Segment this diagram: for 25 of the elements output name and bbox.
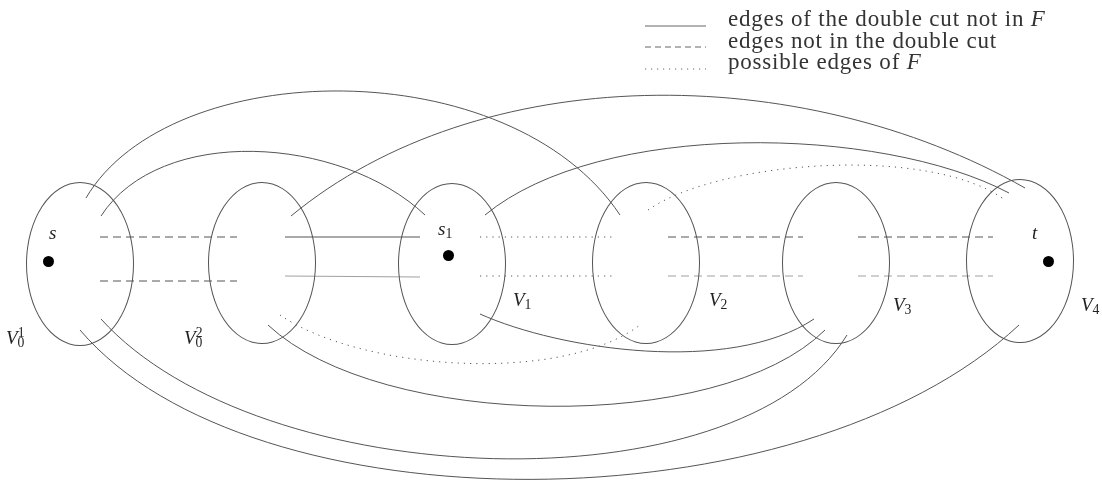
legend-text: edges of the double cut not in F — [728, 7, 1046, 31]
dashed-edge-line — [667, 236, 804, 238]
dashed-edge-line — [667, 275, 804, 277]
dashed-edge-line — [99, 280, 238, 282]
set-label: V$_{4}$ — [1081, 295, 1100, 314]
set-label: V$_{3}$ — [893, 295, 912, 314]
edge-line — [85, 90, 621, 216]
vertex-label: t — [1032, 223, 1038, 242]
edge-line — [284, 275, 421, 278]
set-label: V$_{2}$ — [709, 290, 728, 309]
edge-line — [284, 236, 421, 238]
edge-line — [79, 324, 1020, 480]
dashed-edge-line — [857, 236, 994, 238]
edge-line — [479, 313, 815, 353]
edge-line — [267, 324, 826, 407]
dotted-edge-line — [279, 314, 641, 364]
edge-line — [484, 142, 1010, 216]
edge-line — [100, 318, 848, 460]
vertex-label: s — [49, 223, 57, 242]
edge-line — [290, 95, 1026, 217]
set-label: V$_{1}$ — [513, 290, 532, 309]
dashed-edge-line — [99, 236, 238, 238]
edge-line — [100, 150, 426, 217]
vertex-label: s$_{1}$ — [438, 219, 453, 238]
dashed-edge-line — [857, 275, 994, 277]
